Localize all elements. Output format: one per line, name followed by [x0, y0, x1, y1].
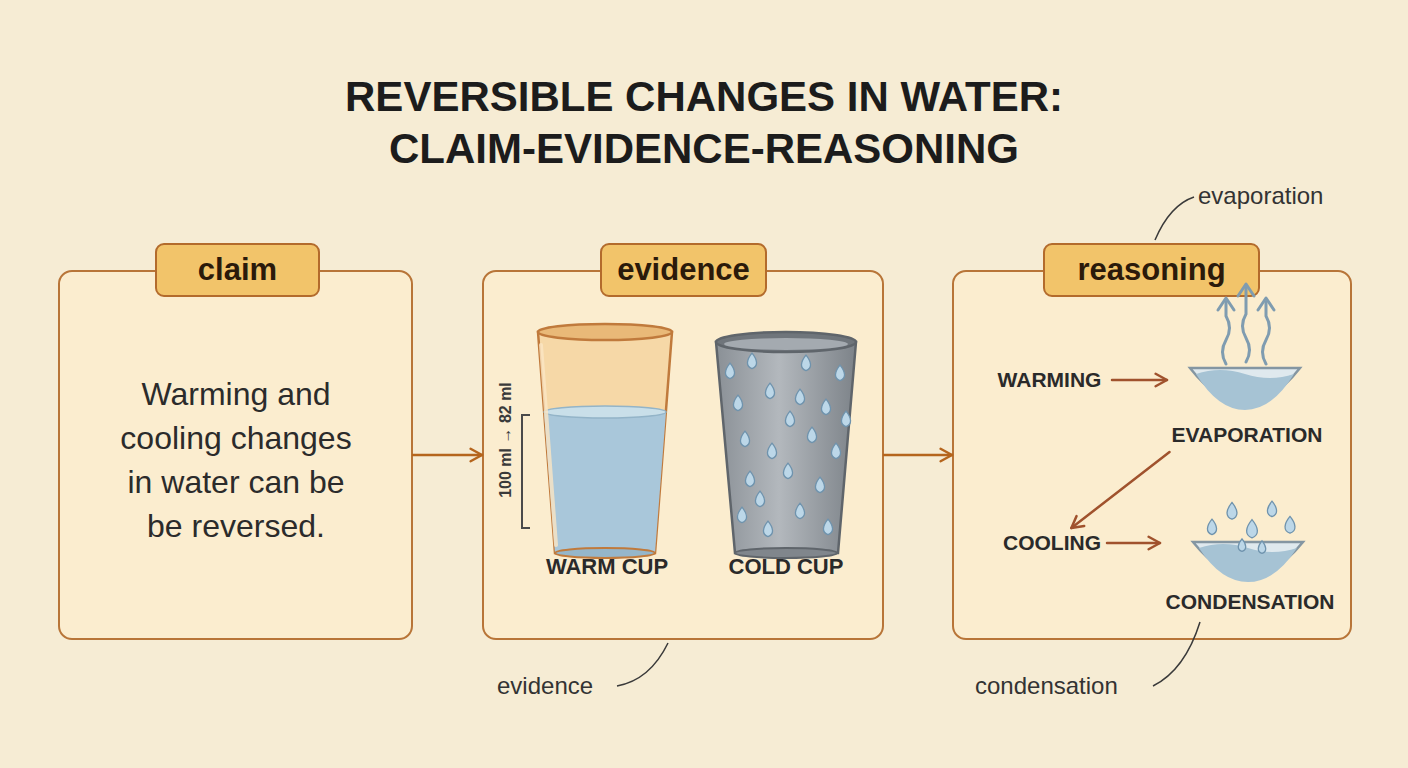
bowl — [1193, 542, 1303, 576]
cold-cup — [716, 332, 856, 558]
water-droplet — [767, 443, 776, 458]
water-droplet — [1207, 519, 1216, 534]
water-droplet — [765, 383, 774, 398]
callout-label: condensation — [975, 672, 1118, 700]
water-droplet — [801, 355, 810, 370]
water-droplet — [783, 463, 792, 478]
process-step: COOLING — [997, 528, 1107, 558]
claim-panel: claimWarming and cooling changes in wate… — [58, 270, 413, 640]
vapor-arrow — [1243, 288, 1250, 362]
connector-line — [884, 454, 952, 457]
leader-line — [617, 643, 668, 686]
callout-label: evidence — [497, 672, 593, 700]
process-step: WARMING — [987, 364, 1112, 396]
connector-arrow — [413, 449, 482, 461]
process-step: EVAPORATION — [1167, 332, 1327, 452]
water-droplet — [1247, 520, 1258, 538]
panel-tab: evidence — [600, 243, 767, 297]
water-droplet — [725, 363, 734, 378]
connector-arrow — [884, 449, 952, 461]
water-droplet — [821, 399, 830, 414]
arrow-head — [1156, 374, 1167, 386]
step-label: COOLING — [997, 531, 1107, 555]
condensation-bowl — [1193, 501, 1303, 582]
evaporation-bowl — [1190, 284, 1300, 410]
cup-label: COLD CUP — [706, 554, 866, 580]
connector-line — [413, 454, 482, 457]
water-droplet — [795, 503, 804, 518]
connector-line — [1107, 542, 1160, 545]
water-droplet — [1267, 501, 1276, 516]
step-label: CONDENSATION — [1160, 590, 1340, 614]
water-droplet — [1227, 502, 1237, 519]
leader-line — [1155, 197, 1194, 240]
process-step: CONDENSATION — [1160, 497, 1340, 617]
cup-label: WARM CUP — [527, 554, 687, 580]
connector-arrow — [1071, 452, 1169, 528]
water-droplet — [831, 443, 840, 458]
vapor-arrow — [1263, 302, 1270, 364]
vapor-arrow-head — [1218, 298, 1234, 310]
water-droplet — [785, 411, 794, 426]
water-droplet — [815, 477, 824, 492]
arrow-head — [471, 449, 482, 461]
connector-arrow — [1112, 374, 1167, 386]
step-label: WARMING — [987, 368, 1112, 392]
connector-line — [1071, 452, 1169, 528]
panel-tab: reasoning — [1043, 243, 1260, 297]
step-label: EVAPORATION — [1167, 423, 1327, 447]
water-droplet — [737, 507, 746, 522]
water-droplet — [745, 471, 754, 486]
cup-water — [544, 412, 666, 553]
reasoning-panel: reasoningWARMINGEVAPORATIONCOOLINGCONDEN… — [952, 270, 1352, 640]
water-droplet — [835, 365, 844, 380]
arrow-head — [1071, 516, 1084, 528]
volume-dimension: 100 ml → 82 ml — [497, 382, 515, 498]
cup-body — [538, 332, 672, 553]
water-surface — [544, 406, 666, 418]
water-droplet — [1258, 541, 1265, 554]
water-droplet — [763, 521, 772, 536]
cup-rim — [716, 332, 856, 352]
water-droplet — [823, 519, 832, 534]
bowl — [1190, 368, 1300, 403]
diagram-title: REVERSIBLE CHANGES IN WATER: CLAIM-EVIDE… — [304, 71, 1104, 175]
water-droplet — [841, 411, 850, 426]
droplet-group — [1207, 501, 1295, 553]
leader-line — [1153, 622, 1200, 686]
connector-arrow — [1107, 537, 1160, 549]
droplet-group — [725, 353, 850, 536]
connector-line — [1112, 379, 1167, 382]
cup-inner — [724, 338, 848, 350]
water-droplet — [740, 431, 749, 446]
bowl-water — [1196, 370, 1294, 410]
callout-label: evaporation — [1198, 182, 1323, 210]
panel-tab: claim — [155, 243, 320, 297]
warm-cup — [538, 324, 672, 558]
water-droplet — [807, 427, 816, 442]
arrow-head — [941, 449, 952, 461]
water-droplet — [1285, 516, 1295, 533]
vapor-arrow — [1223, 302, 1230, 364]
evidence-panel: evidence — [482, 270, 884, 640]
vapor-arrow-head — [1258, 298, 1274, 310]
arrow-head — [1149, 537, 1160, 549]
water-droplet — [755, 491, 764, 506]
water-droplet — [747, 353, 756, 368]
bowl-water — [1199, 544, 1297, 582]
water-droplet — [733, 395, 742, 410]
measure-bracket — [522, 415, 530, 528]
water-droplet — [1238, 539, 1245, 552]
water-droplet — [795, 389, 804, 404]
cup-shine — [541, 345, 556, 545]
vapor-arrow-head — [1238, 284, 1254, 296]
cup-rim — [538, 324, 672, 340]
claim-text: Warming and cooling changes in water can… — [111, 372, 361, 548]
cup-body — [716, 342, 856, 553]
